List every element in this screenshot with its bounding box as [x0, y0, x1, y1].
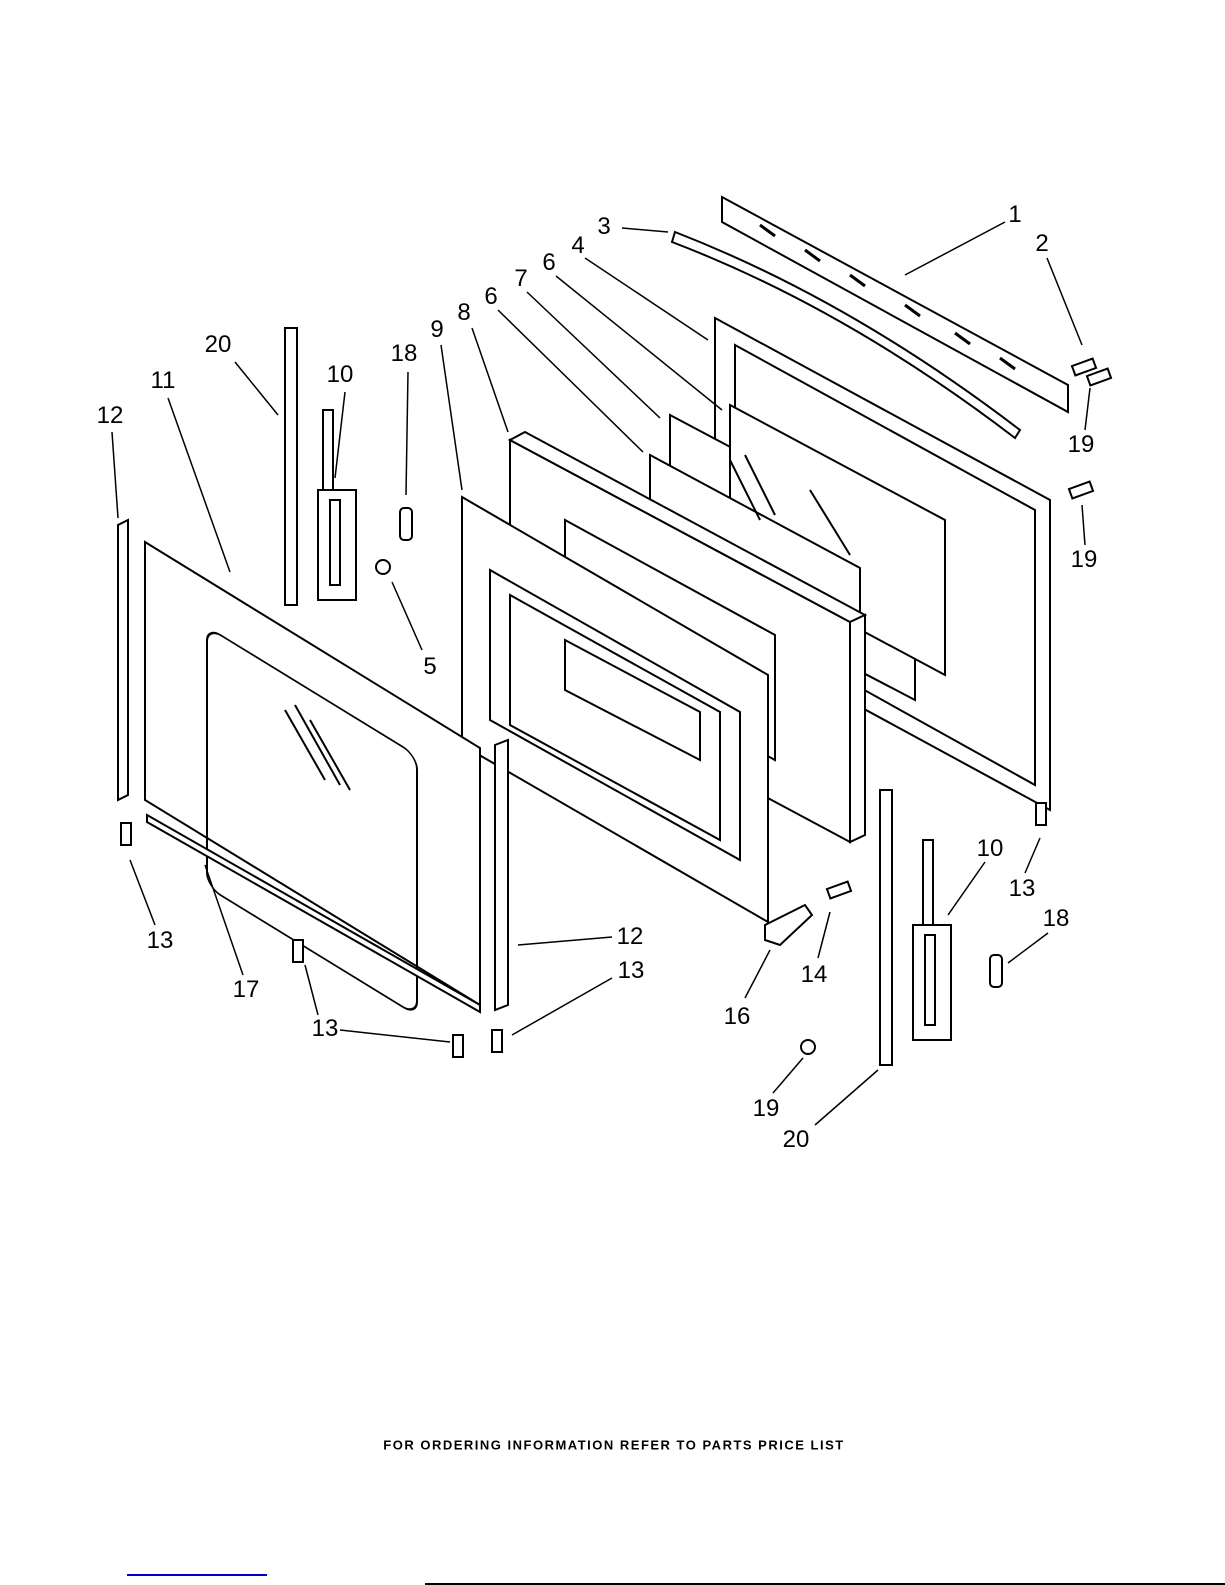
callout-10: 10 — [326, 361, 354, 388]
leader-lines — [111, 221, 1091, 1126]
part-bracket — [764, 903, 814, 947]
callout-12: 12 — [616, 923, 644, 950]
part-hinge-receiver-left — [284, 327, 298, 606]
callout-13: 13 — [617, 957, 645, 984]
part-door-frame — [461, 495, 769, 924]
part-shim-left — [399, 507, 413, 541]
callout-6: 6 — [542, 249, 556, 276]
callout-10: 10 — [976, 835, 1004, 862]
callout-19: 19 — [752, 1095, 780, 1122]
callout-12: 12 — [96, 402, 124, 429]
callout-16: 16 — [723, 1003, 751, 1030]
callout-13: 13 — [1008, 875, 1036, 902]
part-side-trim-right — [494, 738, 509, 1012]
callout-17: 17 — [232, 976, 260, 1003]
callout-11: 11 — [150, 367, 176, 394]
callout-7: 7 — [514, 265, 528, 292]
part-shim-right — [989, 954, 1003, 988]
ordering-info-footer: FOR ORDERING INFORMATION REFER TO PARTS … — [383, 1437, 845, 1453]
footer-rule — [425, 1583, 1225, 1585]
callout-3: 3 — [597, 213, 611, 240]
callout-19: 19 — [1067, 431, 1095, 458]
callout-6: 6 — [484, 283, 498, 310]
callout-9: 9 — [430, 316, 444, 343]
callout-13: 13 — [311, 1015, 339, 1042]
callout-13: 13 — [146, 927, 174, 954]
callout-20: 20 — [782, 1126, 810, 1153]
callout-18: 18 — [1042, 905, 1070, 932]
part-side-trim-left — [117, 518, 129, 802]
callout-19: 19 — [1070, 546, 1098, 573]
part-vent-trim — [721, 195, 1069, 414]
callout-8: 8 — [457, 299, 471, 326]
footer-link-underline[interactable] — [127, 1574, 267, 1576]
screws — [120, 357, 1113, 1058]
callout-4: 4 — [571, 232, 585, 259]
part-bottom-trim — [146, 813, 481, 1014]
callout-18: 18 — [390, 340, 418, 367]
callout-2: 2 — [1035, 230, 1049, 257]
part-outer-door — [144, 540, 481, 1011]
callout-20: 20 — [204, 331, 232, 358]
part-hinge-left — [317, 409, 357, 601]
part-handle — [670, 230, 1022, 440]
part-hinge-receiver-right — [879, 789, 893, 1066]
part-hinge-right — [912, 839, 952, 1041]
callout-14: 14 — [800, 961, 828, 988]
callout-5: 5 — [423, 653, 437, 680]
callout-1: 1 — [1008, 201, 1022, 228]
